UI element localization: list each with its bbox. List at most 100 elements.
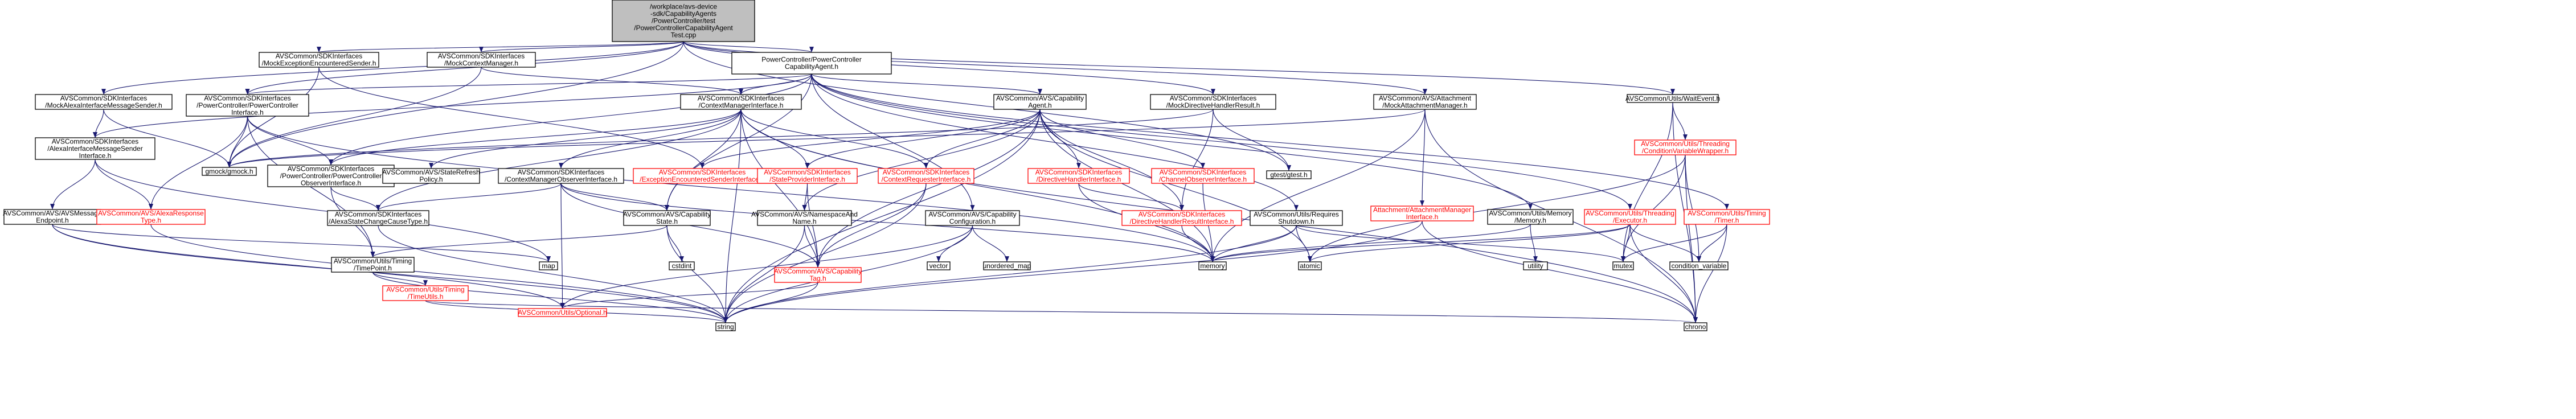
edge-mockdir-to-gmock [227, 109, 1214, 168]
node-unordered_map[interactable]: unordered_map [983, 261, 1031, 270]
include-edge [1296, 225, 1312, 262]
node-pcih[interactable]: AVSCommon/SDKInterfaces/PowerController/… [186, 94, 309, 117]
include-edge [560, 282, 818, 309]
include-edge [479, 41, 684, 53]
node-executor[interactable]: AVSCommon/Utils/Threading/Executor.h [1584, 209, 1676, 225]
node-dirresult[interactable]: AVSCommon/SDKInterfaces/DirectiveHandler… [1121, 210, 1242, 226]
node-dirhandler[interactable]: AVSCommon/SDKInterfaces/DirectiveHandler… [1027, 168, 1130, 184]
node-condvar[interactable]: AVSCommon/Utils/Threading/ConditionVaria… [1634, 139, 1737, 155]
node-string[interactable]: string [715, 322, 736, 331]
edge-capconf-to-vector [936, 225, 973, 262]
edge-timer-to-mutex [1621, 224, 1727, 262]
node-cstdint[interactable]: cstdint [669, 261, 695, 270]
node-label-line: /ContextManagerInterface.h [699, 101, 784, 109]
edge-mockatt-to-memory [1210, 109, 1426, 262]
node-label-line: /PowerController/PowerController [280, 172, 382, 180]
node-mockdir[interactable]: AVSCommon/SDKInterfaces/MockDirectiveHan… [1150, 94, 1276, 110]
node-stateprov[interactable]: AVSCommon/SDKInterfaces/StateProviderInt… [757, 168, 858, 184]
include-edge [700, 109, 1041, 169]
node-label-line: AVSCommon/AVS/Capability [928, 211, 1016, 219]
node-chanobs[interactable]: AVSCommon/SDKInterfaces/ChannelObserverI… [1151, 168, 1255, 184]
node-chrono[interactable]: chrono [1684, 322, 1707, 331]
node-capagent[interactable]: AVSCommon/AVS/CapabilityAgent.h [993, 94, 1087, 110]
edge-pcca-to-pcih [245, 73, 812, 95]
include-edge [1210, 109, 1426, 262]
node-atomic[interactable]: atomic [1298, 261, 1322, 270]
node-vector[interactable]: vector [927, 261, 951, 270]
node-mockalexa[interactable]: AVSCommon/SDKInterfaces/MockAlexaInterfa… [35, 94, 173, 110]
node-timer[interactable]: AVSCommon/Utils/Timing/Timer.h [1684, 209, 1770, 225]
node-ctxreq[interactable]: AVSCommon/SDKInterfaces/ContextRequester… [878, 168, 974, 184]
include-edge [425, 300, 1697, 323]
include-edge [149, 116, 248, 210]
edge-mockexc-to-gmock [227, 67, 320, 168]
node-gtest[interactable]: gtest/gtest.h [1266, 170, 1312, 179]
node-pcca[interactable]: PowerController/PowerControllerCapabilit… [731, 52, 892, 75]
edge-ctxreq-to-string [723, 183, 927, 323]
include-edge [1685, 154, 1701, 262]
node-timepoint[interactable]: AVSCommon/Utils/Timing/TimePoint.h [331, 257, 415, 273]
node-excsender[interactable]: AVSCommon/SDKInterfaces/ExceptionEncount… [633, 168, 772, 184]
node-alexastate[interactable]: AVSCommon/SDKInterfaces/AlexaStateChange… [327, 210, 429, 226]
node-label-line: AVSCommon/SDKInterfaces [698, 95, 785, 102]
node-utility[interactable]: utility [1523, 261, 1548, 270]
node-label-line: AVSCommon/AVS/AVSMessage [3, 209, 102, 217]
node-mockctx[interactable]: AVSCommon/SDKInterfaces/MockContextManag… [427, 52, 536, 68]
edge-nsname-to-string [723, 225, 805, 323]
node-waitevent[interactable]: AVSCommon/Utils/WaitEvent.h [1625, 94, 1720, 103]
node-ctxobs[interactable]: AVSCommon/SDKInterfaces/ContextManagerOb… [498, 168, 624, 184]
node-label-line: gtest/gtest.h [1270, 171, 1307, 179]
node-timeutils[interactable]: AVSCommon/Utils/Timing/TimeUtils.h [382, 285, 469, 301]
node-condition_variable[interactable]: condition_variable [1669, 261, 1729, 270]
node-optional[interactable]: AVSCommon/Utils/Optional.h [518, 308, 607, 317]
node-ctxmgr[interactable]: AVSCommon/SDKInterfaces/ContextManagerIn… [680, 94, 802, 110]
include-edge [559, 109, 742, 169]
node-map[interactable]: map [539, 261, 558, 270]
node-box [1669, 261, 1729, 270]
node-pcobs[interactable]: AVSCommon/SDKInterfaces/PowerController/… [267, 165, 395, 187]
edge-capagent-to-dirresult [1039, 109, 1184, 211]
node-label-line: -sdk/CapabilityAgents [650, 10, 716, 18]
node-label-line: vector [929, 262, 948, 270]
node-box [993, 94, 1087, 110]
node-memoryh[interactable]: AVSCommon/Utils/Memory/Memory.h [1487, 209, 1574, 225]
node-alexaintf[interactable]: AVSCommon/SDKInterfaces/AlexaInterfaceMe… [35, 137, 155, 160]
include-edge [52, 224, 728, 323]
edge-ctxmgr-to-memory [740, 109, 1215, 262]
node-label-line: AVSCommon/Utils/Threading [1641, 140, 1730, 148]
include-edge [1078, 183, 1184, 211]
include-edge [1629, 224, 1701, 262]
include-edge [1213, 109, 1291, 171]
edge-root-to-mockctx [479, 41, 684, 53]
node-mockatt[interactable]: AVSCommon/AVS/Attachment/MockAttachmentM… [1373, 94, 1477, 110]
include-edge [816, 109, 1041, 268]
node-memory[interactable]: memory [1198, 261, 1227, 270]
node-label-line: AVSCommon/SDKInterfaces [518, 169, 605, 176]
edge-mockalexa-to-gmock [103, 109, 232, 168]
include-edge [740, 109, 1215, 262]
node-label-line: AVSCommon/AVS/Attachment [1379, 95, 1472, 102]
edge-attmgr-to-chrono [1422, 220, 1698, 323]
node-box [1198, 261, 1227, 270]
node-gmock[interactable]: gmock/gmock.h [202, 167, 257, 176]
include-edge [372, 272, 428, 286]
node-mockexc[interactable]: AVSCommon/SDKInterfaces/MockExceptionEnc… [259, 52, 379, 68]
include-edge [805, 109, 1041, 169]
node-label-line: cstdint [672, 262, 692, 270]
node-box [715, 322, 736, 331]
node-root[interactable]: /workplace/avs-device-sdk/CapabilityAgen… [612, 0, 755, 42]
node-mutex[interactable]: mutex [1612, 261, 1634, 270]
node-label-line: /PowerController/PowerController [196, 101, 298, 109]
node-label-line: Type.h [141, 216, 161, 224]
node-label-line: Interface.h [79, 151, 112, 159]
edge-condvar-to-condition_variable [1685, 154, 1701, 262]
